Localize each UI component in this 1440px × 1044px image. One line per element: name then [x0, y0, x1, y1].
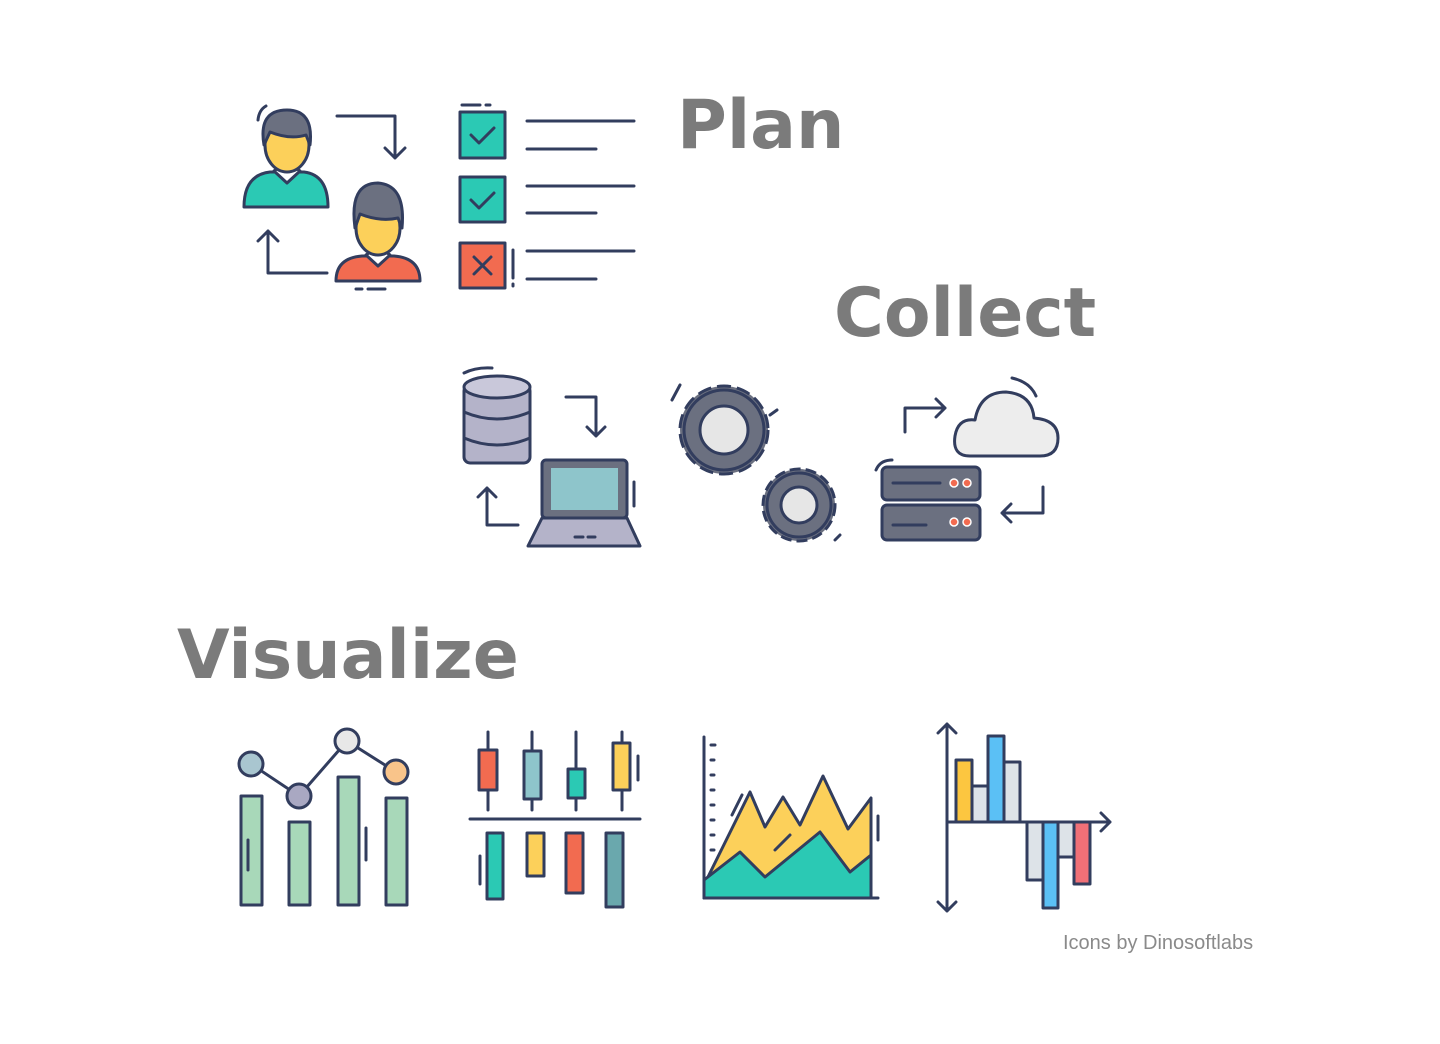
- bar-line-chart-icon: [237, 727, 410, 907]
- candlestick-chart-icon: [468, 730, 642, 909]
- person-icon: [242, 104, 330, 209]
- person-icon: [334, 181, 422, 291]
- arrow-icon: [564, 395, 607, 438]
- team-exchange-icon: [242, 104, 422, 291]
- gears-icon: [670, 383, 842, 543]
- diverging-bar-chart-icon: [936, 722, 1112, 913]
- laptop-icon: [526, 458, 642, 548]
- arrow-icon: [256, 229, 329, 275]
- database-icon: [462, 366, 532, 465]
- checklist-icon: [458, 103, 636, 290]
- icon-credit: Icons by Dinosoftlabs: [1063, 932, 1254, 954]
- area-chart-icon: [702, 735, 880, 900]
- arrow-icon: [476, 486, 520, 527]
- arrow-icon: [903, 397, 947, 434]
- cloud-server-icon: [874, 376, 1060, 542]
- arrow-icon: [1000, 485, 1045, 524]
- collect-heading: Collect: [834, 274, 1097, 353]
- plan-heading: Plan: [677, 86, 845, 165]
- visualize-heading: Visualize: [177, 616, 519, 695]
- arrow-icon: [335, 114, 407, 160]
